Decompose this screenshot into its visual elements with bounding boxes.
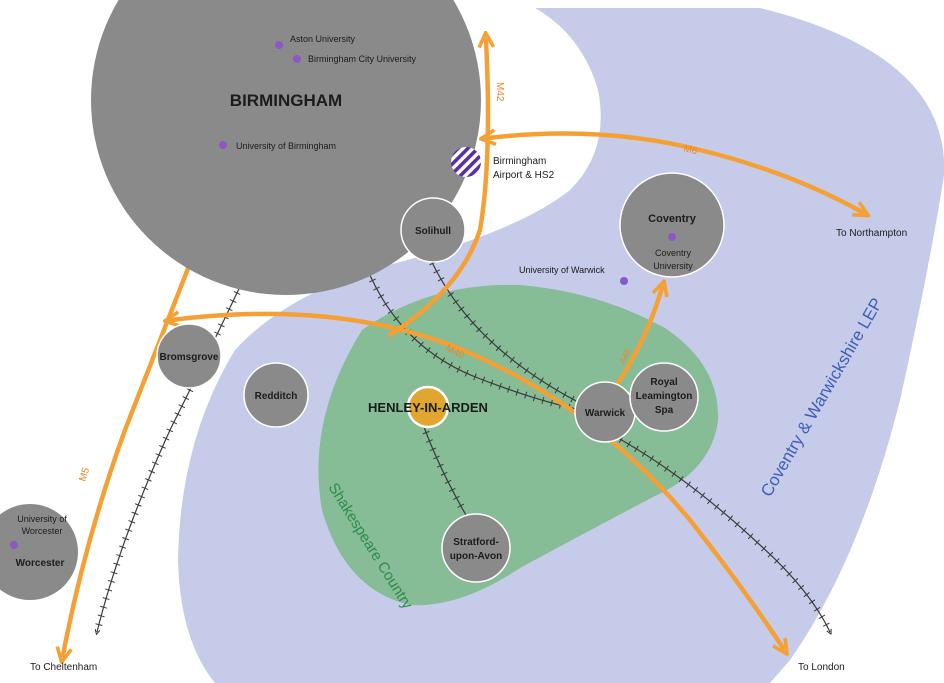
m42-label: M42: [494, 82, 505, 102]
birmingham-circle[interactable]: [91, 0, 481, 295]
worcester-circle[interactable]: [0, 504, 78, 600]
coventry-university-label-line1: Coventry: [655, 248, 692, 258]
railway-tie: [377, 294, 385, 299]
university-of-worcester-label-line2: Worcester: [22, 526, 63, 536]
bromsgrove-label: Bromsgrove: [160, 352, 219, 363]
a46-road: [609, 288, 662, 395]
to-northampton-label: To Northampton: [836, 228, 907, 239]
railway-tie: [382, 301, 389, 307]
university-dot: [10, 541, 18, 549]
worcester-label: Worcester: [16, 558, 65, 569]
m6-label: M6: [682, 143, 699, 157]
railway-tie: [433, 269, 440, 274]
university-of-warwick-label: University of Warwick: [519, 265, 605, 275]
university-of-birmingham-label: University of Birmingham: [236, 141, 336, 151]
warwick-label: Warwick: [585, 408, 626, 419]
henley-in-arden-marker[interactable]: [406, 385, 450, 429]
university-dot: [275, 41, 283, 49]
railway-tie: [373, 286, 380, 291]
stratford-label-line2: upon-Avon: [450, 551, 502, 562]
solihull-label: Solihull: [415, 226, 451, 237]
airport-label-line1: Birmingham: [493, 156, 546, 167]
stratford-upon-avon-circle[interactable]: [441, 513, 511, 583]
railway-tie: [452, 299, 459, 305]
railway-tie: [233, 290, 241, 295]
university-of-worcester-label-line1: University of: [17, 514, 67, 524]
roads: [63, 40, 862, 655]
airport-label-line2: Airport & HS2: [493, 170, 555, 181]
railway-tie: [792, 577, 799, 584]
leamington-label-line2: Leamington: [636, 391, 693, 402]
leamington-label-line1: Royal: [650, 377, 677, 388]
to-london-label: To London: [798, 662, 845, 673]
coventry-circle[interactable]: [619, 172, 725, 278]
airport-icon[interactable]: [451, 147, 481, 177]
university-dot: [668, 233, 676, 241]
railway-tie: [229, 299, 237, 304]
railway-tie: [818, 614, 826, 620]
coventry-university-label-line2: University: [653, 261, 693, 271]
solihull-circle[interactable]: [400, 197, 466, 263]
redditch-circle[interactable]: [243, 362, 309, 428]
royal-leamington-spa-circle[interactable]: [629, 362, 699, 432]
m40-road: [172, 314, 783, 648]
redditch-label: Redditch: [255, 391, 298, 402]
railway-tie: [803, 592, 810, 598]
railway-tie: [447, 292, 454, 297]
railway-tie: [808, 599, 816, 605]
aston-university-label: Aston University: [290, 34, 356, 44]
leamington-label-line3: Spa: [655, 405, 674, 416]
coventry-label: Coventry: [648, 213, 697, 225]
birmingham-city-university-label: Birmingham City University: [308, 54, 417, 64]
railway-tie: [369, 278, 376, 283]
railway-tie: [798, 584, 805, 591]
m6-road: [488, 134, 862, 212]
university-dot: [293, 55, 301, 63]
to-cheltenham-label: To Cheltenham: [30, 662, 97, 673]
m5-road: [63, 248, 196, 655]
railway-tie: [813, 606, 821, 612]
stratford-label-line1: Stratford-: [453, 537, 499, 548]
henley-in-arden-label: HENLEY-IN-ARDEN: [368, 400, 488, 415]
university-dot: [620, 277, 628, 285]
railway-tie: [437, 277, 445, 282]
m5-label: M5: [77, 466, 92, 483]
railway-tie: [822, 622, 830, 627]
railway-tie: [225, 307, 233, 312]
bromsgrove-circle[interactable]: [156, 323, 222, 389]
university-dot: [219, 141, 227, 149]
m42-road: [387, 40, 488, 338]
birmingham-label: BIRMINGHAM: [230, 91, 342, 110]
